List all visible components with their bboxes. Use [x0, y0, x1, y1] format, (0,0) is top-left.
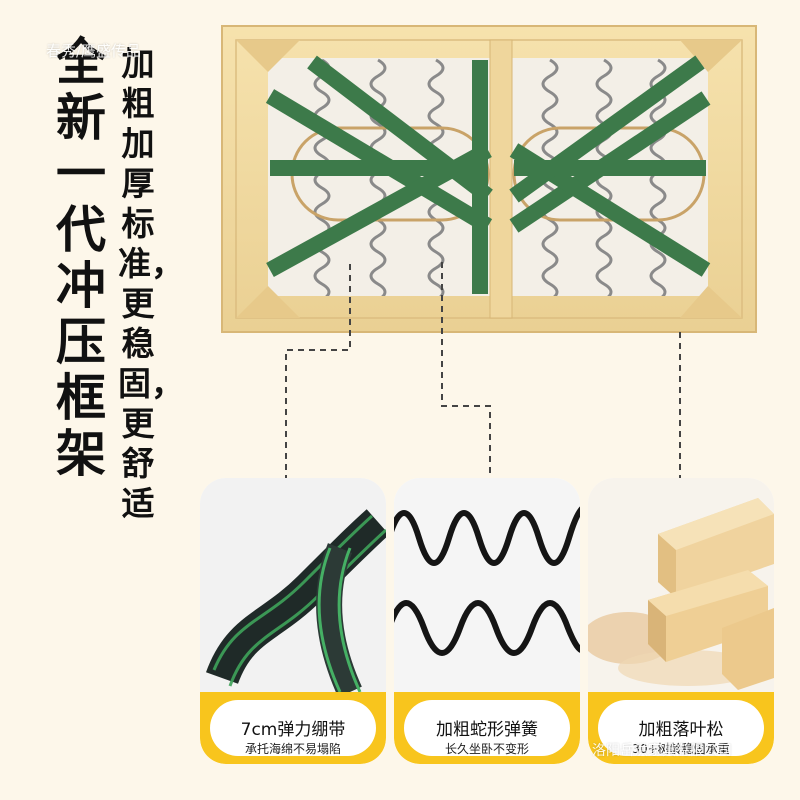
larch-wood-icon [588, 478, 774, 692]
elastic-bands [265, 55, 711, 294]
feature-card-elastic-band: 7cm弹力绷带 承托海绵不易塌陷 [200, 478, 386, 764]
feature-title: 加粗蛇形弹簧 [436, 720, 538, 740]
feature-title: 7cm弹力绷带 [240, 720, 346, 740]
feature-subtitle: 长久坐卧不变形 [444, 742, 529, 756]
watermark-bottom: 洛阳岳洪家具有限公司 [592, 743, 732, 759]
elastic-band-icon [200, 478, 386, 692]
feature-card-larch-wood: 加粗落叶松 30+树龄稳固承重 [588, 478, 774, 764]
feature-subtitle: 30+树龄稳固承重 [632, 742, 730, 756]
headline: 全新一代冲压框架 [56, 33, 106, 483]
feature-title: 加粗落叶松 [638, 720, 724, 740]
watermark-top: 春秀/鹰盛传品 [46, 42, 142, 60]
feature-card-serpentine-spring: 加粗蛇形弹簧 长久坐卧不变形 [394, 478, 580, 764]
subline: 加粗加厚标准，更稳固，更舒适 [118, 44, 184, 523]
feature-subtitle: 承托海绵不易塌陷 [244, 742, 341, 756]
serpentine-spring-icon [394, 478, 580, 692]
